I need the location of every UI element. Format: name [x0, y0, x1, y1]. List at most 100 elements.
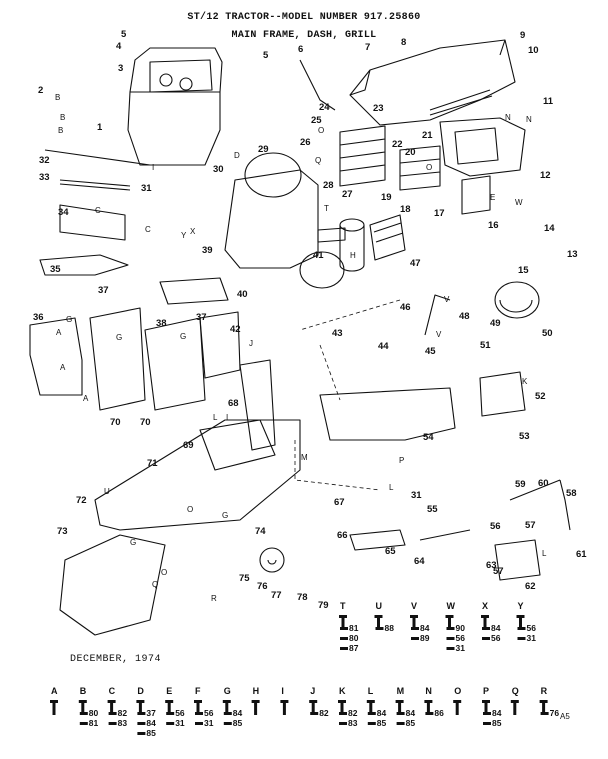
callout-label: 51 — [480, 340, 491, 351]
callout-label: 75 — [239, 573, 250, 584]
washer-icon — [108, 712, 117, 715]
hardware-letter: I — [281, 686, 284, 696]
callout-label: 27 — [342, 189, 353, 200]
steering-column — [239, 359, 276, 451]
bolt-shank — [398, 703, 402, 715]
dash-console — [129, 47, 223, 93]
hardware-letter: K — [339, 686, 346, 696]
hardware-number: 76 — [550, 708, 560, 718]
bolt-head — [539, 700, 548, 703]
bolt-head — [338, 700, 346, 703]
hardware-number: 82 — [319, 708, 329, 718]
washer-icon — [411, 627, 419, 630]
washer-icon — [446, 647, 455, 650]
callout-label: 5 — [263, 50, 269, 61]
washer-icon — [396, 712, 405, 715]
callout-label: 48 — [459, 311, 470, 322]
callout-label: 55 — [427, 504, 438, 515]
callout-label: 22 — [392, 139, 403, 150]
callout-label: 56 — [490, 521, 501, 532]
bolt-shank — [448, 618, 451, 630]
bolt-shank — [196, 703, 200, 715]
callout-label: 24 — [319, 102, 330, 113]
diagram-letter: C — [145, 225, 151, 234]
instrument-cluster — [149, 59, 213, 93]
diagram-letter: I — [152, 163, 154, 172]
callout-label: 12 — [540, 170, 551, 181]
diagram-letter: B — [55, 93, 60, 102]
hardware-number: 84 — [492, 708, 502, 718]
hardware-letter: C — [109, 686, 116, 696]
bolt-head — [516, 615, 525, 618]
hardware-number: 81 — [349, 623, 359, 633]
callout-label: 72 — [76, 495, 87, 506]
linkage-64 — [349, 529, 471, 551]
hardware-number: 85 — [492, 718, 502, 728]
callout-label: 14 — [544, 223, 555, 234]
diagram-subtitle: MAIN FRAME, DASH, GRILL — [231, 30, 377, 41]
washer-icon — [517, 627, 526, 630]
hardware-number: 84 — [146, 718, 156, 728]
washer-icon — [108, 722, 117, 725]
diagram-letter: H — [350, 251, 356, 260]
washer-icon — [310, 712, 319, 715]
callout-label: 18 — [400, 204, 411, 215]
side-panel-43 — [199, 311, 241, 379]
hardware-letter: J — [310, 686, 315, 696]
callout-label: 58 — [566, 488, 577, 499]
callout-label: 66 — [337, 530, 348, 541]
diagram-letter: L — [542, 549, 547, 558]
callout-label: 47 — [410, 258, 421, 269]
diagram-letter: A — [83, 394, 89, 403]
hardware-letter: Y — [518, 601, 524, 611]
hood-edge — [349, 39, 506, 96]
callout-label: 59 — [515, 479, 526, 490]
callout-label: 36 — [33, 312, 44, 323]
callout-label: 2 — [38, 85, 43, 96]
bolt-shank — [426, 703, 430, 715]
hardware-letter: X — [482, 601, 488, 611]
hardware-number: 56 — [491, 633, 501, 643]
hardware-number: 85 — [377, 718, 387, 728]
callout-label: 34 — [58, 207, 69, 218]
callout-label: 78 — [297, 592, 308, 603]
hardware-number: 84 — [233, 708, 243, 718]
washer-icon — [340, 627, 348, 630]
bracket-58 — [494, 539, 541, 581]
washer-icon — [446, 637, 455, 640]
callout-label: 17 — [434, 208, 445, 219]
washer-icon — [223, 712, 232, 715]
bolt-head — [482, 700, 490, 703]
diagram-letter: O — [426, 163, 432, 172]
callout-label: 77 — [271, 590, 282, 601]
hardware-letter: H — [253, 686, 260, 696]
callout-label: 20 — [405, 147, 416, 158]
bolt-head — [50, 700, 58, 703]
bolt-head — [339, 615, 347, 618]
grill-screen-16 — [461, 175, 491, 215]
diagram-letter: G — [180, 332, 186, 341]
diagram-letter: V — [436, 330, 442, 339]
hardware-number: 85 — [233, 718, 243, 728]
callout-label: 19 — [381, 192, 392, 203]
bolt-shank — [483, 618, 487, 630]
hardware-letter: V — [411, 601, 417, 611]
guide-lines — [294, 299, 401, 491]
bolt-shank — [341, 618, 345, 630]
callout-label: 11 — [543, 96, 554, 107]
bolt-head — [107, 700, 116, 703]
bracket-54 — [479, 371, 526, 417]
washer-icon — [137, 732, 146, 735]
washer-icon — [367, 722, 376, 725]
bolt-head — [280, 700, 289, 703]
dash-panel — [127, 91, 221, 166]
bracket-46 — [424, 294, 451, 336]
callout-label: 44 — [378, 341, 389, 352]
callout-label: 43 — [332, 328, 343, 339]
hardware-letter: E — [166, 686, 172, 696]
hardware-letter: L — [368, 686, 374, 696]
callout-label: 61 — [576, 549, 587, 560]
callout-label: 31 — [411, 490, 422, 501]
diagram-letter: Y — [181, 231, 187, 240]
